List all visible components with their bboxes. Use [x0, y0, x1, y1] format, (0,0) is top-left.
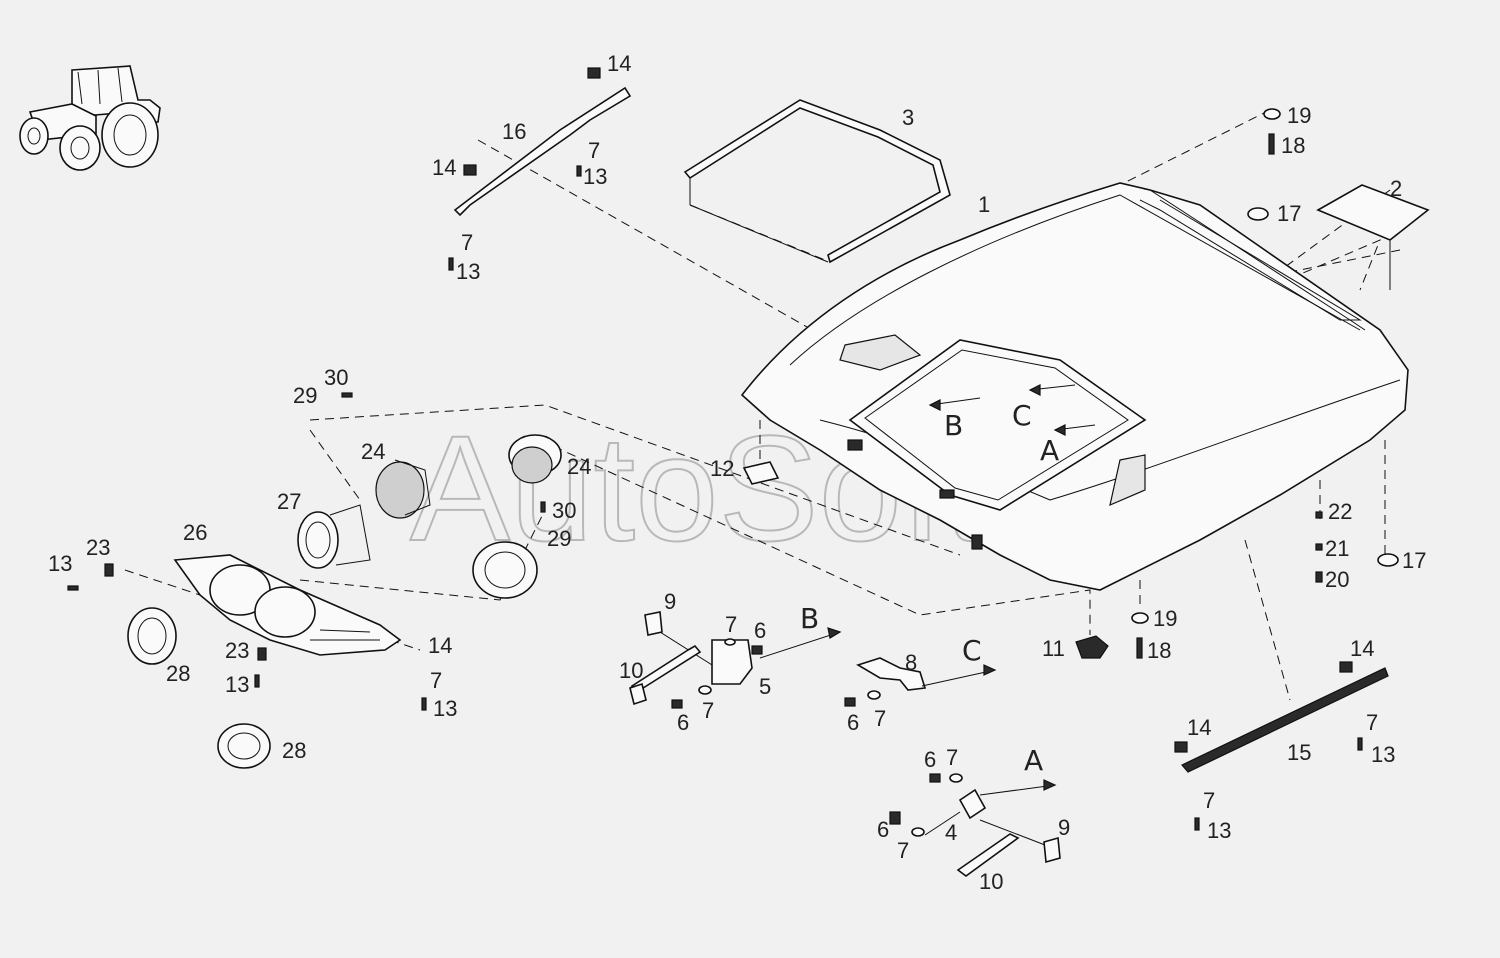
callout-6: 6 — [877, 817, 889, 842]
callout-7: 7 — [588, 138, 600, 163]
callout-7: 7 — [725, 612, 737, 637]
callout-labels: 1 2 3 4 5 6 6 6 6 6 7 7 7 7 7 7 7 7 7 7 … — [48, 51, 1426, 894]
callout-5: 5 — [759, 674, 771, 699]
callout-16: 16 — [502, 119, 526, 144]
callout-7: 7 — [874, 706, 886, 731]
callout-3: 3 — [902, 105, 914, 130]
callout-23: 23 — [225, 638, 249, 663]
callout-29: 29 — [293, 383, 317, 408]
part-1-roof — [740, 182, 1409, 591]
view-letter-b-roof: B — [944, 409, 963, 442]
callout-20: 20 — [1325, 567, 1349, 592]
part-26-bezel — [173, 554, 402, 656]
view-arrows-roof — [928, 384, 1096, 436]
callout-14: 14 — [428, 633, 452, 658]
callout-1: 1 — [978, 192, 990, 217]
callout-13: 13 — [583, 164, 607, 189]
callout-18: 18 — [1147, 638, 1171, 663]
view-letter-c-detail: C — [962, 634, 982, 667]
callout-17: 17 — [1277, 201, 1301, 226]
part-16-strip — [453, 67, 632, 217]
tractor-icon — [19, 65, 161, 171]
callout-28: 28 — [282, 738, 306, 763]
callout-29: 29 — [547, 526, 571, 551]
view-letter-a-roof: A — [1040, 434, 1059, 467]
callout-19: 19 — [1153, 606, 1177, 631]
callout-10: 10 — [979, 869, 1003, 894]
callout-18: 18 — [1281, 133, 1305, 158]
callout-14: 14 — [1187, 715, 1211, 740]
callout-24: 24 — [567, 454, 591, 479]
view-letter-a-detail: A — [1024, 744, 1043, 777]
callout-13: 13 — [48, 551, 72, 576]
part-24-lamp-left — [375, 459, 431, 519]
part-28-ring-2 — [217, 723, 271, 769]
callout-14: 14 — [432, 155, 456, 180]
callout-6: 6 — [924, 747, 936, 772]
callout-19: 19 — [1287, 103, 1311, 128]
callout-13: 13 — [1207, 818, 1231, 843]
callout-12: 12 — [710, 456, 734, 481]
callout-7: 7 — [897, 838, 909, 863]
callout-27: 27 — [277, 489, 301, 514]
hinge-assembly-a — [889, 773, 1061, 877]
callout-11: 11 — [1042, 636, 1065, 661]
callout-6: 6 — [677, 710, 689, 735]
callout-17: 17 — [1402, 548, 1426, 573]
callout-28: 28 — [166, 661, 190, 686]
callout-13: 13 — [1371, 742, 1395, 767]
callout-7: 7 — [461, 230, 473, 255]
callout-21: 21 — [1325, 536, 1349, 561]
callout-26: 26 — [183, 520, 207, 545]
callout-22: 22 — [1328, 499, 1352, 524]
part-3-seal — [683, 99, 951, 264]
callout-8: 8 — [905, 650, 917, 675]
callout-7: 7 — [430, 668, 442, 693]
callout-7: 7 — [946, 745, 958, 770]
bracket-c — [844, 657, 997, 707]
part-27-housing — [297, 504, 371, 569]
callout-2: 2 — [1390, 176, 1402, 201]
part-24-lamp-right — [508, 434, 562, 484]
hinge-assembly-b — [629, 611, 842, 709]
callout-10: 10 — [619, 658, 643, 683]
callout-7: 7 — [1203, 788, 1215, 813]
view-letter-b-detail: B — [800, 602, 819, 635]
callout-13: 13 — [433, 696, 457, 721]
view-letter-c-roof: C — [1012, 399, 1032, 432]
callout-9: 9 — [1058, 815, 1070, 840]
callout-30: 30 — [552, 498, 576, 523]
part-28-ring-1 — [127, 607, 177, 665]
callout-9: 9 — [664, 589, 676, 614]
callout-30: 30 — [324, 365, 348, 390]
callout-7: 7 — [1366, 710, 1378, 735]
callout-14: 14 — [607, 51, 631, 76]
fasteners — [67, 108, 1399, 831]
part-15-strip — [1174, 661, 1389, 773]
part-11-grommet — [1075, 635, 1109, 659]
callout-24: 24 — [361, 439, 385, 464]
callout-4: 4 — [945, 820, 957, 845]
callout-23: 23 — [86, 535, 110, 560]
callout-6: 6 — [754, 618, 766, 643]
callout-6: 6 — [847, 710, 859, 735]
part-12-plug — [742, 461, 780, 485]
callout-7: 7 — [702, 698, 714, 723]
callout-13: 13 — [225, 672, 249, 697]
callout-13: 13 — [456, 259, 480, 284]
part-27-ring-right — [472, 541, 538, 599]
callout-15: 15 — [1287, 740, 1311, 765]
part-2-panel — [1316, 184, 1430, 290]
callout-14: 14 — [1350, 636, 1374, 661]
